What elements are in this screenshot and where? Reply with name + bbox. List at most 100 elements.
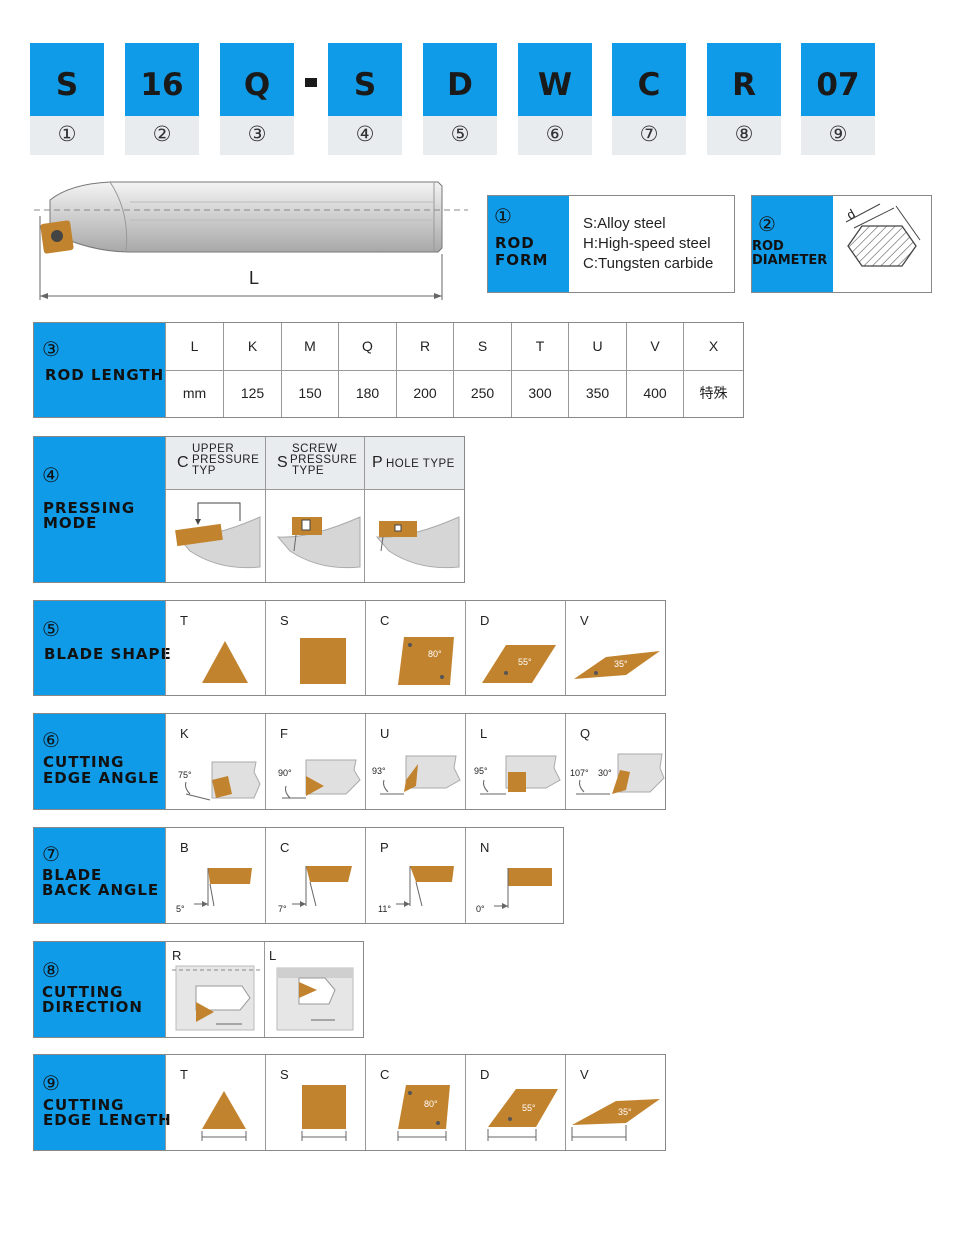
rhombus-55-edge-length-icon: 55° <box>487 1089 558 1141</box>
length-label: L <box>249 268 259 288</box>
blade-back-angle-title-1: BLADE <box>42 866 103 884</box>
edge-angle-f: F 90° <box>265 714 365 809</box>
direction-l: L <box>264 942 363 1037</box>
back-angle-p: P 11° <box>365 828 465 923</box>
rod-length-value: 300 <box>511 371 568 417</box>
blade-shape-s: S <box>265 601 365 695</box>
blade-shape-code: T <box>180 613 188 628</box>
rod-length-header: M <box>281 323 338 370</box>
code-letter: S <box>328 43 402 116</box>
blade-back-angle-title-2: BACK ANGLE <box>42 881 160 899</box>
back-angle-0-icon: 0° <box>476 868 552 914</box>
insert-angle-label: 35° <box>614 659 628 669</box>
cutting-edge-angle-title-2: EDGE ANGLE <box>43 769 160 787</box>
direction-code: L <box>269 948 277 963</box>
edge-length-code: S <box>280 1067 289 1082</box>
edge-angle-label: 95° <box>474 766 488 776</box>
back-angle-5-icon: 5° <box>176 868 252 914</box>
edge-angle-107-icon: 107° 30° <box>570 753 665 795</box>
edge-angle-u: U 93° <box>365 714 465 809</box>
code-number: ⑧ <box>707 116 781 155</box>
blade-shape-title: BLADE SHAPE <box>44 645 172 663</box>
cutting-edge-angle-section: ⑥ CUTTING EDGE ANGLE K 75° F 90° U 93° L <box>33 713 666 810</box>
cutting-edge-length-title-2: EDGE LENGTH <box>43 1111 172 1129</box>
blade-shape-t: T <box>165 601 265 695</box>
edge-angle-k: K 75° <box>165 714 265 809</box>
section-number: ② <box>758 212 776 236</box>
rod-length-header: X <box>683 323 743 370</box>
back-angle-label: 0° <box>476 904 485 914</box>
back-angle-n: N 0° <box>465 828 563 923</box>
edge-angle-q: Q 107° 30° <box>565 714 665 809</box>
edge-angle-label: 93° <box>372 766 386 776</box>
blade-back-angle-section: ⑦ BLADE BACK ANGLE B 5° C 7° P 11° N <box>33 827 564 924</box>
edge-angle-label-2: 30° <box>598 768 612 778</box>
edge-angle-75-icon: 75° <box>178 761 261 801</box>
rod-length-section: ③ ROD LENGTH L K M Q R S T U V X mm 125 … <box>33 322 744 418</box>
boring-bar-drawing: L <box>30 172 470 304</box>
edge-length-code: D <box>480 1067 490 1082</box>
rhombus-80-edge-length-icon: 80° <box>397 1085 450 1141</box>
section-number: ⑨ <box>42 1071 60 1095</box>
insert-angle-label: 55° <box>522 1103 536 1113</box>
code-number: ⑨ <box>801 116 875 155</box>
pressing-type-line: PRESSURE <box>290 454 358 466</box>
rod-form-option: C:Tungsten carbide <box>583 255 714 272</box>
pressing-type-letter: C <box>177 454 189 471</box>
cutting-direction-section: ⑧ CUTTING DIRECTION R L <box>33 941 364 1038</box>
code-dash <box>305 78 317 87</box>
pressing-mode-title-2: MODE <box>43 514 98 532</box>
back-angle-label: 11° <box>378 904 391 914</box>
rod-length-value: 200 <box>396 371 453 417</box>
pressing-type-s: S SCREW PRESSURE TYPE <box>265 437 364 582</box>
code-number: ② <box>125 116 199 155</box>
pressing-type-c: C UPPER PRESSURE TYP <box>165 437 265 582</box>
blade-shape-code: D <box>480 613 490 628</box>
triangle-insert-icon <box>202 641 248 683</box>
rod-form-option: S:Alloy steel <box>583 215 666 232</box>
code-letter: 07 <box>801 43 875 116</box>
rod-length-header: T <box>511 323 568 370</box>
rod-diameter-title-1: ROD <box>752 239 784 254</box>
pressing-mode-title-1: PRESSING <box>43 499 136 517</box>
rhombus-55-insert-icon: 55° <box>482 645 556 683</box>
edge-length-s: S <box>265 1055 365 1150</box>
back-angle-label: 5° <box>176 904 185 914</box>
code-number: ⑥ <box>518 116 592 155</box>
back-angle-code: C <box>280 840 290 855</box>
rod-form-option: H:High-speed steel <box>583 235 711 252</box>
rod-cross-section-icon: d <box>844 203 921 267</box>
square-insert-icon <box>300 638 346 684</box>
cutting-edge-angle-title-1: CUTTING <box>43 753 125 771</box>
rod-form-box: ① ROD FORM S:Alloy steel H:High-speed st… <box>487 195 735 293</box>
cutting-direction-title-2: DIRECTION <box>42 998 143 1016</box>
insert-angle-label: 80° <box>428 649 442 659</box>
rod-length-value: mm <box>165 371 223 417</box>
square-edge-length-icon <box>301 1085 347 1141</box>
pressing-type-letter: S <box>277 454 288 471</box>
section-number: ④ <box>42 463 60 487</box>
rhombus-35-insert-icon: 35° <box>574 651 660 679</box>
code-letter: S <box>30 43 104 116</box>
edge-angle-93-icon: 93° <box>372 755 461 795</box>
code-letter: 16 <box>125 43 199 116</box>
edge-angle-l: L 95° <box>465 714 565 809</box>
edge-angle-label: 107° <box>570 768 589 778</box>
rod-diameter-title-2: DIAMETER <box>752 253 828 268</box>
pressing-type-line: PRESSURE <box>192 454 260 466</box>
rod-length-value: 400 <box>626 371 683 417</box>
section-number: ⑤ <box>42 617 60 641</box>
rhombus-35-edge-length-icon: 35° <box>571 1099 660 1141</box>
blade-shape-c: C 80° <box>365 601 465 695</box>
code-letter: R <box>707 43 781 116</box>
edge-angle-95-icon: 95° <box>474 755 561 795</box>
section-number: ⑧ <box>42 958 60 982</box>
rod-length-value: 125 <box>223 371 281 417</box>
edge-angle-90-icon: 90° <box>278 759 361 799</box>
edge-length-code: T <box>180 1067 188 1082</box>
back-angle-code: P <box>380 840 389 855</box>
